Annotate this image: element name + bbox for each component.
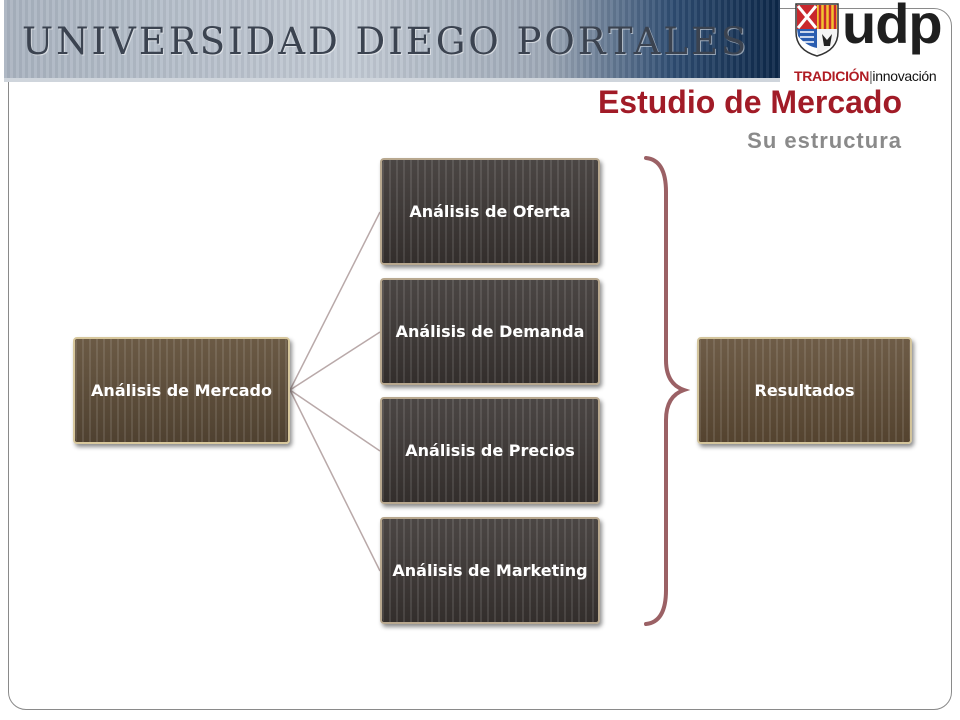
- connector-line-demanda: [289, 331, 381, 391]
- logo-tagline: TRADICIÓN|innovación: [794, 68, 937, 84]
- slide-title: Estudio de Mercado: [597, 84, 902, 120]
- node-analisis-demanda: Análisis de Demanda: [380, 278, 600, 385]
- node-analisis-mercado: Análisis de Mercado: [73, 337, 290, 444]
- slide-subtitle: Su estructura: [747, 128, 902, 153]
- banner-title: UNIVERSIDAD DIEGO PORTALES: [22, 20, 750, 63]
- node-label: Análisis de Precios: [405, 440, 575, 460]
- connector-line-oferta: [289, 211, 381, 391]
- node-analisis-marketing: Análisis de Marketing: [380, 517, 600, 624]
- banner-texture: [4, 0, 780, 78]
- university-crest-icon: [795, 3, 839, 57]
- node-analisis-oferta: Análisis de Oferta: [380, 158, 600, 265]
- node-label: Análisis de Demanda: [395, 321, 585, 341]
- connector-line-precios: [289, 389, 381, 452]
- logo-tagline-separator: |: [869, 68, 873, 84]
- node-label: Análisis de Marketing: [392, 560, 588, 580]
- curly-brace-icon: [644, 156, 691, 626]
- logo-wordmark: udp: [842, 0, 943, 55]
- node-resultados: Resultados: [697, 337, 912, 444]
- logo-tagline-right: innovación: [872, 68, 937, 84]
- logo-tagline-left: TRADICIÓN: [794, 68, 870, 84]
- node-label: Resultados: [754, 380, 855, 400]
- node-label: Análisis de Oferta: [409, 201, 571, 221]
- node-analisis-precios: Análisis de Precios: [380, 397, 600, 504]
- udp-logo: udp TRADICIÓN|innovación: [794, 0, 954, 90]
- header-banner: UNIVERSIDAD DIEGO PORTALES: [4, 0, 780, 82]
- node-label: Análisis de Mercado: [91, 380, 272, 400]
- connector-line-marketing: [289, 389, 381, 572]
